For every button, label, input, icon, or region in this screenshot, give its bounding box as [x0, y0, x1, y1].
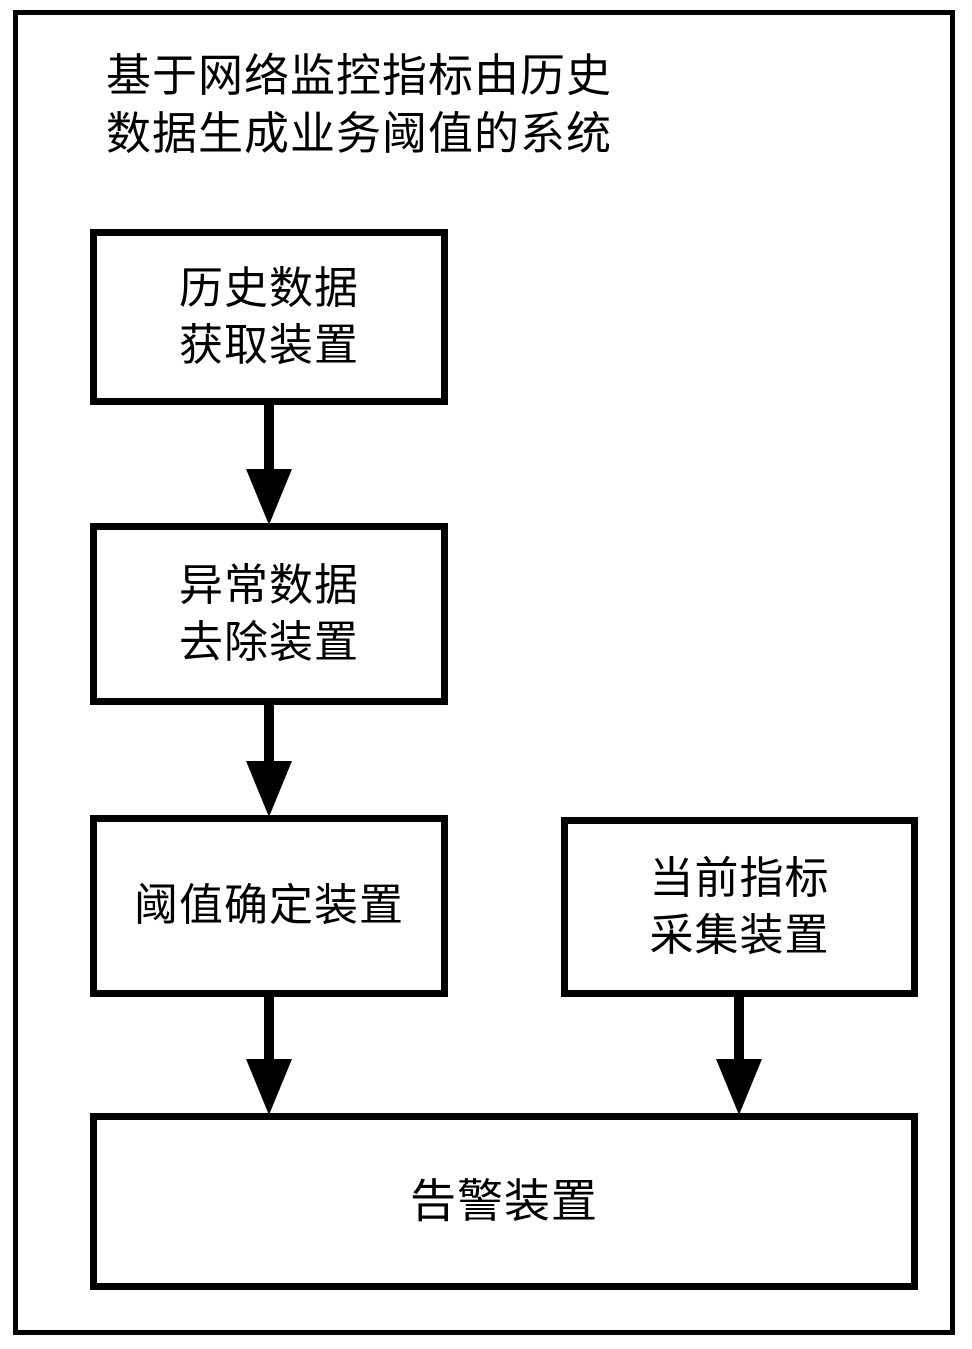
- arrow-head-down-icon: [246, 761, 292, 817]
- arrow-shaft: [734, 995, 744, 1063]
- node-label: 历史数据 获取装置: [179, 262, 359, 371]
- connector-threshold-to-alarm-arrow: [246, 995, 292, 1115]
- node-label: 阈值确定装置: [134, 880, 404, 932]
- node-current-indicator-collection[interactable]: 当前指标 采集装置: [561, 817, 918, 997]
- node-label: 异常数据 去除装置: [179, 559, 359, 668]
- figure-title: 基于网络监控指标由历史 数据生成业务阈值的系统: [106, 49, 613, 160]
- figure-outer-frame: 基于网络监控指标由历史 数据生成业务阈值的系统 历史数据 获取装置 异常数据 去…: [13, 10, 955, 1335]
- connector-history-to-anomaly-arrow: [246, 403, 292, 525]
- arrow-shaft: [264, 403, 274, 473]
- connector-current-to-alarm-arrow: [716, 995, 762, 1115]
- node-anomaly-data-removal[interactable]: 异常数据 去除装置: [90, 523, 448, 705]
- arrow-head-down-icon: [246, 1059, 292, 1115]
- node-threshold-determination[interactable]: 阈值确定装置: [90, 815, 448, 997]
- arrow-head-down-icon: [716, 1059, 762, 1115]
- arrow-shaft: [264, 703, 274, 765]
- connector-anomaly-to-threshold-arrow: [246, 703, 292, 817]
- arrow-head-down-icon: [246, 469, 292, 525]
- node-label: 当前指标 采集装置: [649, 852, 830, 961]
- node-history-data-acquisition[interactable]: 历史数据 获取装置: [90, 229, 448, 405]
- node-alarm-device[interactable]: 告警装置: [90, 1113, 918, 1290]
- node-label: 告警装置: [410, 1173, 598, 1228]
- arrow-shaft: [264, 995, 274, 1063]
